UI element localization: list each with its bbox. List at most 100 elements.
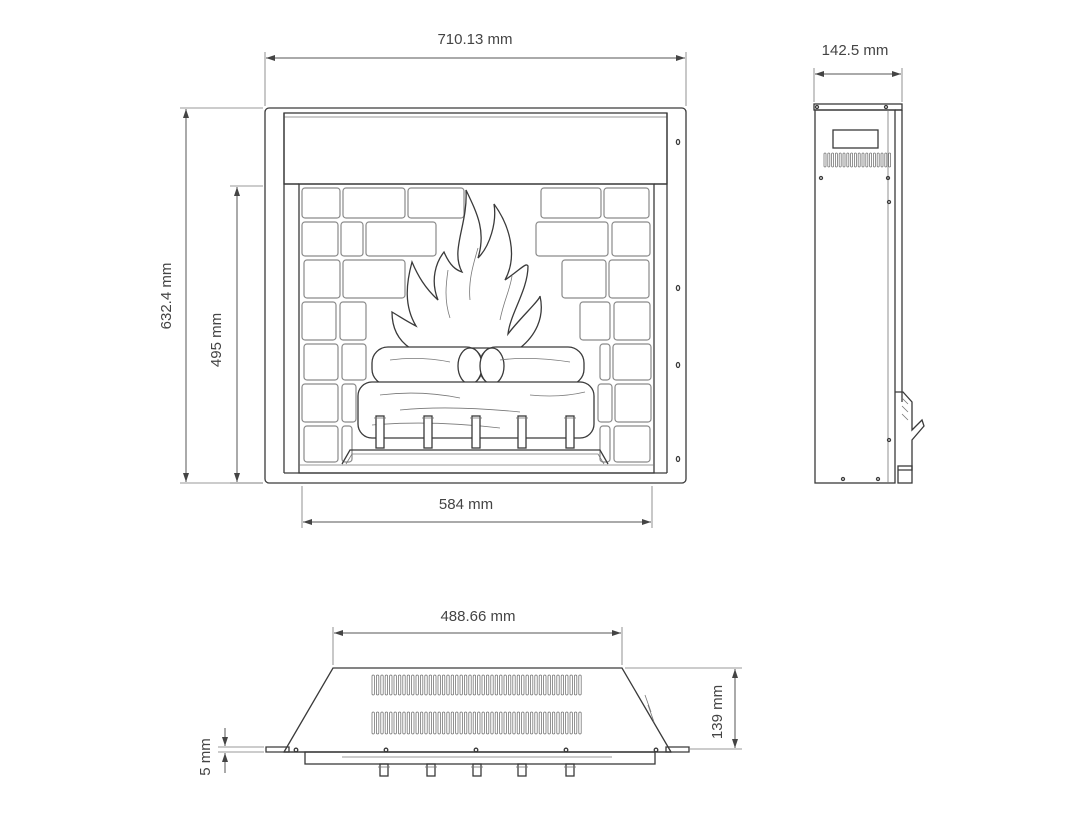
vent-slot — [574, 674, 578, 696]
vent-slot — [428, 674, 433, 696]
grate-bar — [375, 415, 385, 449]
vent-slot — [415, 674, 419, 696]
side-rear-connector — [895, 391, 925, 484]
brick — [613, 425, 651, 463]
vent-slot — [846, 152, 850, 168]
brick — [535, 221, 609, 257]
vent-slot — [552, 674, 556, 696]
brick — [341, 383, 357, 423]
vent-slot — [565, 674, 569, 696]
top-vent-row-upper — [371, 674, 582, 696]
top-depth-label: 139 mm — [709, 685, 726, 739]
vent-slot — [393, 711, 397, 735]
vent-slot — [512, 674, 516, 696]
vent-slot — [521, 711, 525, 735]
vent-slot — [574, 711, 578, 735]
vent-slot — [472, 674, 477, 696]
grate-peg — [426, 763, 436, 777]
vent-slot — [516, 711, 521, 735]
vent-slot — [869, 152, 872, 168]
vent-slot — [485, 711, 490, 735]
vent-slot — [459, 711, 463, 735]
brick — [342, 187, 406, 219]
vent-slot — [437, 674, 441, 696]
vent-slot — [565, 711, 569, 735]
brick — [597, 383, 613, 423]
brick — [603, 187, 650, 219]
vent-slot — [411, 711, 415, 735]
top-width-label: 488.66 mm — [440, 608, 515, 625]
vent-slot — [530, 674, 534, 696]
vent-slot — [384, 674, 389, 696]
vent-slot — [850, 152, 853, 168]
grate-peg — [565, 763, 575, 777]
vent-slot — [477, 674, 481, 696]
vent-slot — [873, 152, 876, 168]
vent-slot — [880, 152, 884, 168]
flame-graphic — [391, 189, 542, 349]
grate-base — [341, 449, 609, 465]
brick — [614, 383, 652, 423]
vent-slot — [468, 674, 472, 696]
vent-slot — [459, 674, 463, 696]
vent-slot — [481, 711, 485, 735]
vent-slot — [560, 711, 565, 735]
vent-slot — [861, 152, 865, 168]
vent-slot — [406, 711, 411, 735]
vent-slot — [490, 674, 494, 696]
vent-slot — [512, 711, 516, 735]
vent-slot — [419, 711, 424, 735]
vent-slot — [481, 674, 485, 696]
vent-slot — [389, 674, 393, 696]
top-bottom-plate — [304, 751, 656, 765]
vent-slot — [450, 674, 455, 696]
grate-bar — [423, 415, 433, 449]
top-view: 488.66 mm 139 mm 5 mm — [197, 608, 742, 777]
vent-slot — [525, 674, 529, 696]
side-control-panel — [832, 129, 879, 149]
vent-slot — [516, 674, 521, 696]
brick — [341, 343, 367, 381]
vent-slot — [468, 711, 472, 735]
vent-slot — [433, 674, 437, 696]
vent-slot — [835, 152, 838, 168]
vent-slot — [534, 674, 538, 696]
vent-slot — [415, 711, 419, 735]
brick — [301, 187, 341, 219]
vent-slot — [578, 711, 582, 735]
vent-slot — [375, 711, 380, 735]
brick — [301, 301, 337, 341]
log-graphic — [357, 346, 595, 439]
vent-slot — [543, 711, 547, 735]
grate-peg — [517, 763, 527, 777]
brick — [608, 259, 650, 299]
vent-slot — [494, 674, 499, 696]
vent-slot — [389, 711, 393, 735]
brick — [599, 425, 611, 463]
brick — [579, 301, 611, 341]
vent-slot — [402, 711, 406, 735]
brick — [599, 343, 611, 381]
front-view: 710.13 mm 632.4 mm 495 mm 584 mm — [158, 31, 687, 528]
vent-slot — [884, 152, 888, 168]
vent-slot — [380, 674, 384, 696]
vent-slot — [499, 711, 503, 735]
vent-slot — [437, 711, 441, 735]
front-width-label: 710.13 mm — [437, 31, 512, 48]
grate-peg — [379, 763, 389, 777]
side-top-flange — [813, 103, 903, 111]
vent-slot — [380, 711, 384, 735]
vent-slot — [530, 711, 534, 735]
vent-slot — [556, 711, 560, 735]
front-outer-frame — [264, 107, 687, 484]
vent-slot — [477, 711, 481, 735]
brick — [613, 301, 651, 341]
vent-slot — [485, 674, 490, 696]
front-opening-width-label: 584 mm — [439, 496, 493, 513]
grate-bars — [374, 415, 576, 449]
vent-slot — [525, 711, 529, 735]
grate-bar — [471, 415, 481, 449]
vent-slot — [490, 711, 494, 735]
front-height-label: 632.4 mm — [158, 263, 175, 330]
